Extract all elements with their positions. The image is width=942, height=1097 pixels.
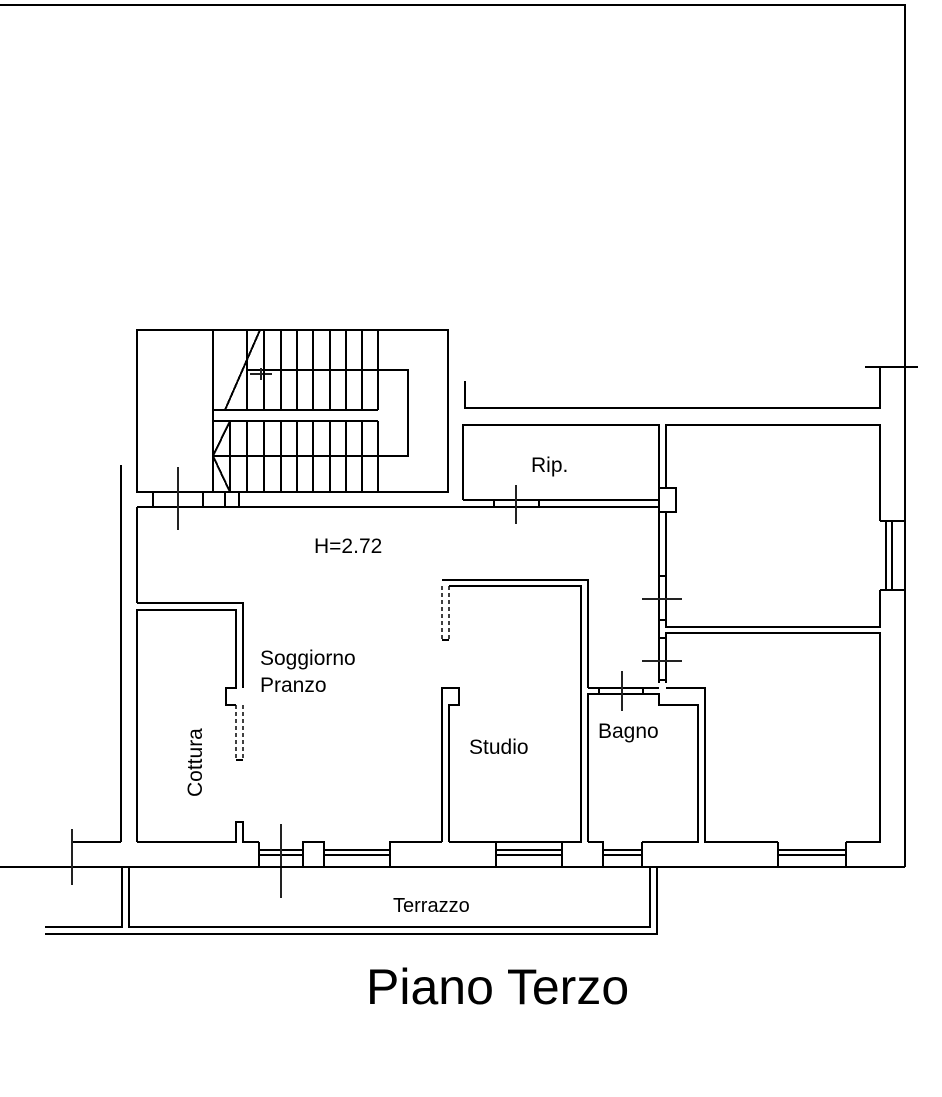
property-boundary	[0, 4, 918, 867]
stairwell	[136, 329, 449, 493]
room-label-ripostiglio: Rip.	[531, 454, 569, 477]
ripostiglio-room	[462, 424, 677, 524]
south-facade	[0, 824, 905, 898]
stair-treads	[211, 329, 379, 493]
room-label-pranzo: Pranzo	[260, 674, 327, 697]
bagno-room	[587, 671, 699, 843]
room-label-soggiorno: Soggiorno	[260, 647, 356, 670]
soggiorno-cottura	[136, 507, 259, 843]
right-rooms	[642, 424, 905, 843]
room-label-studio: Studio	[469, 736, 529, 759]
room-label-cottura: Cottura	[184, 728, 207, 797]
height-note: H=2.72	[314, 535, 383, 558]
room-label-terrazzo: Terrazzo	[393, 895, 470, 917]
studio-room	[441, 579, 589, 843]
room-label-bagno: Bagno	[598, 720, 659, 743]
terrazzo	[45, 829, 658, 935]
plan-title: Piano Terzo	[366, 959, 630, 1015]
entry-wall	[120, 465, 495, 842]
